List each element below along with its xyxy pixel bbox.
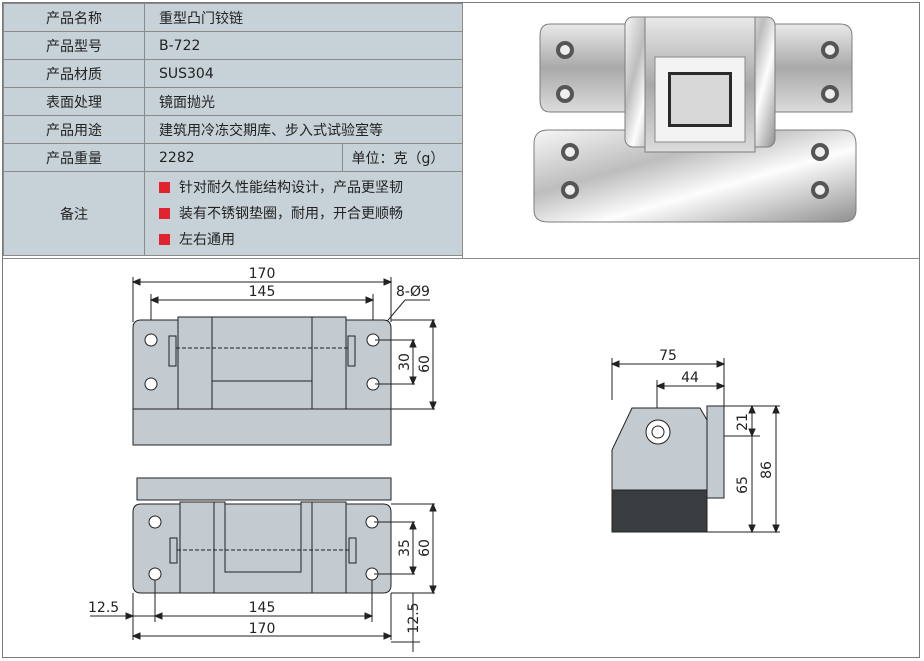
spec-row-name: 产品名称 重型凸门铰链 (3, 3, 463, 32)
divider (3, 258, 919, 259)
dim-hole-callout: 8-Ø9 (396, 284, 430, 300)
spec-row-weight: 产品重量 2282 单位：克（g） (3, 143, 463, 172)
dim-hole-spacing: 145 (249, 600, 276, 616)
spec-label: 产品材质 (3, 59, 145, 88)
spec-value: 建筑用冷冻交期库、步入式试验室等 (144, 115, 463, 144)
weight-unit: 单位：克（g） (342, 143, 463, 172)
spec-label: 产品用途 (3, 115, 145, 144)
dim-height: 60 (417, 355, 433, 373)
dim-overall-height: 86 (759, 461, 775, 479)
spec-label: 表面处理 (3, 87, 145, 116)
notes-list: 针对耐久性能结构设计，产品更坚韧 装有不锈钢垫圈，耐用，开合更顺畅 左右通用 (144, 171, 463, 256)
dim-bottom-offset: 12.5 (406, 602, 422, 633)
note-text: 针对耐久性能结构设计，产品更坚韧 (179, 179, 403, 196)
spec-table: 产品名称 重型凸门铰链 产品型号 B-722 产品材质 SUS304 表面处理 … (3, 3, 463, 256)
dim-hole-spacing: 145 (249, 284, 276, 300)
list-item: 装有不锈钢垫圈，耐用，开合更顺畅 (159, 201, 462, 227)
list-item: 左右通用 (159, 227, 462, 253)
dim-overall-depth: 75 (659, 348, 677, 364)
product-photo (533, 16, 857, 223)
bullet-icon (159, 182, 170, 193)
spec-row-finish: 表面处理 镜面抛光 (3, 87, 463, 116)
dim-left-offset: 12.5 (88, 600, 119, 616)
divider (462, 3, 463, 258)
spec-row-usage: 产品用途 建筑用冷冻交期库、步入式试验室等 (3, 115, 463, 144)
spec-value: B-722 (144, 31, 463, 60)
dim-overall-width: 170 (249, 266, 276, 282)
dim-body-height: 65 (735, 476, 751, 494)
bullet-icon (159, 234, 170, 245)
drawing-side-view: 75 44 21 65 86 (610, 348, 780, 534)
note-text: 左右通用 (179, 231, 235, 248)
dim-hole-vertical: 30 (397, 353, 413, 371)
dim-overall-width: 170 (249, 621, 276, 637)
spec-row-material: 产品材质 SUS304 (3, 59, 463, 88)
bullet-icon (159, 208, 170, 219)
spec-row-notes: 备注 针对耐久性能结构设计，产品更坚韧 装有不锈钢垫圈，耐用，开合更顺畅 左右通… (3, 171, 463, 256)
drawing-front-views: 170 145 8-Ø9 30 60 35 60 12.5 145 170 12… (88, 266, 437, 652)
spec-label: 产品名称 (3, 3, 145, 32)
spec-value: 2282 (143, 143, 344, 172)
dim-height: 60 (417, 539, 433, 557)
spec-value: 重型凸门铰链 (144, 3, 463, 32)
spec-row-model: 产品型号 B-722 (3, 31, 463, 60)
dim-hole-vertical: 35 (397, 539, 413, 557)
dim-leaf-depth: 44 (681, 370, 699, 386)
spec-label: 产品重量 (3, 143, 145, 172)
spec-value: 镜面抛光 (144, 87, 463, 116)
spec-label: 备注 (3, 171, 145, 256)
dim-top-step: 21 (735, 413, 751, 431)
spec-value: SUS304 (144, 59, 463, 88)
list-item: 针对耐久性能结构设计，产品更坚韧 (159, 175, 462, 201)
spec-label: 产品型号 (3, 31, 145, 60)
note-text: 装有不锈钢垫圈，耐用，开合更顺畅 (179, 205, 403, 222)
